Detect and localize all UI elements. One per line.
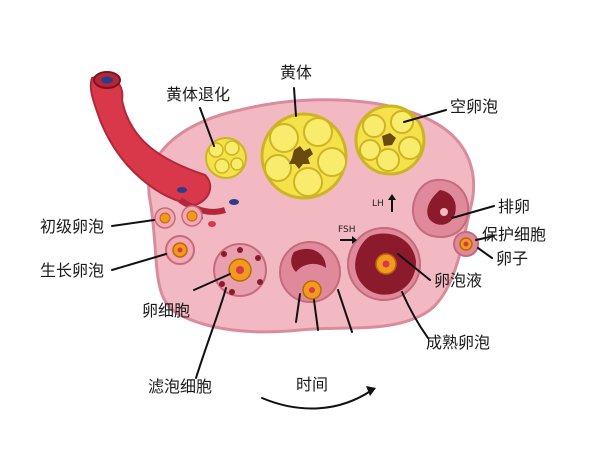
label-growing-follicle: 生长卵泡 xyxy=(40,261,104,280)
corpus-luteum xyxy=(260,112,348,200)
secondary-follicle xyxy=(213,243,267,297)
leader-primary-follicle xyxy=(111,219,155,227)
ovum xyxy=(453,231,479,257)
label-corpus-luteum: 黄体 xyxy=(280,63,312,82)
label-protective-cells: 保护细胞 xyxy=(482,225,546,244)
label-ovum: 卵子 xyxy=(496,249,528,268)
leader-granulosa-cells xyxy=(195,287,227,379)
label-primary-follicle: 初级卵泡 xyxy=(40,217,104,236)
leader-antral-follicle-c xyxy=(337,289,353,333)
label-corpus-luteum-regression: 黄体退化 xyxy=(166,85,230,104)
antral-follicle xyxy=(279,241,341,303)
leader-oocyte xyxy=(193,273,231,291)
ovulating-follicle xyxy=(412,178,470,238)
regressing-corpus-luteum xyxy=(205,137,247,179)
leader-antral-follicle-b xyxy=(313,299,319,331)
label-mature-follicle: 成熟卵泡 xyxy=(426,333,490,352)
lh-arrow: LH xyxy=(372,194,396,212)
fsh-label: FSH xyxy=(338,225,356,235)
label-follicular-fluid: 卵泡液 xyxy=(434,271,482,290)
leader-empty-follicle xyxy=(403,109,447,123)
leader-ovum xyxy=(477,247,493,259)
lh-label: LH xyxy=(372,199,384,209)
label-ovulation: 排卵 xyxy=(498,197,530,216)
time-arrow xyxy=(261,386,376,410)
leader-mature-follicle xyxy=(401,291,429,339)
empty-follicle xyxy=(354,104,426,176)
leader-corpus-luteum-regression xyxy=(199,107,215,147)
leader-follicular-fluid xyxy=(397,253,431,281)
label-time: 时间 xyxy=(296,375,328,394)
leader-antral-follicle-a xyxy=(295,293,301,323)
primary-follicle xyxy=(154,205,203,229)
growing-follicle xyxy=(165,235,195,265)
leader-ovulation xyxy=(451,205,495,219)
leader-protective-cells xyxy=(475,235,495,241)
leader-corpus-luteum xyxy=(293,87,297,117)
mature-follicle xyxy=(347,227,421,301)
label-empty-follicle: 空卵泡 xyxy=(450,97,498,116)
label-oocyte: 卵细胞 xyxy=(142,301,190,320)
leader-growing-follicle xyxy=(111,253,167,271)
label-granulosa-cells: 滤泡细胞 xyxy=(148,377,212,396)
fsh-arrow: FSH xyxy=(338,225,357,244)
